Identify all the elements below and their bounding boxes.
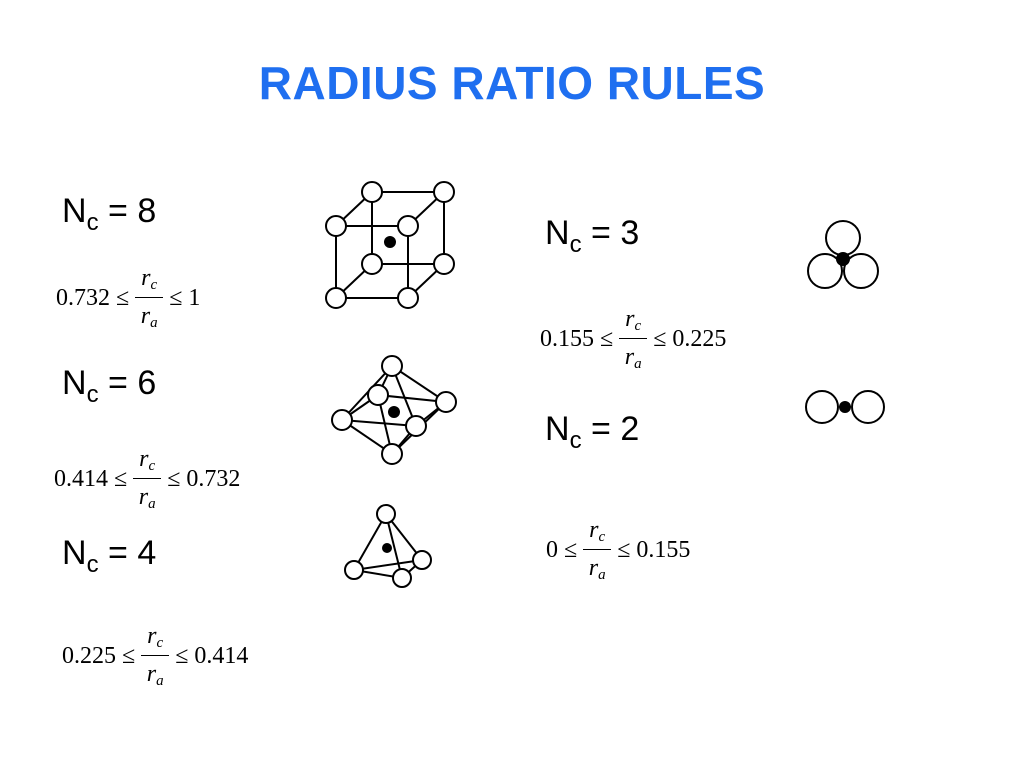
nc2-label: Nc = 2 <box>545 410 640 454</box>
cubic-structure-diagram <box>325 181 455 309</box>
octahedral-structure-diagram <box>331 355 457 465</box>
linear-structure-diagram <box>805 390 885 424</box>
nc8-label: Nc = 8 <box>62 192 157 236</box>
nc6-label: Nc = 6 <box>62 364 157 408</box>
nc4-label: Nc = 4 <box>62 534 157 578</box>
trigonal-structure-diagram <box>807 220 879 289</box>
page-title: RADIUS RATIO RULES <box>258 57 766 109</box>
tetrahedral-structure-diagram <box>344 504 432 588</box>
nc3-label: Nc = 3 <box>545 214 640 258</box>
